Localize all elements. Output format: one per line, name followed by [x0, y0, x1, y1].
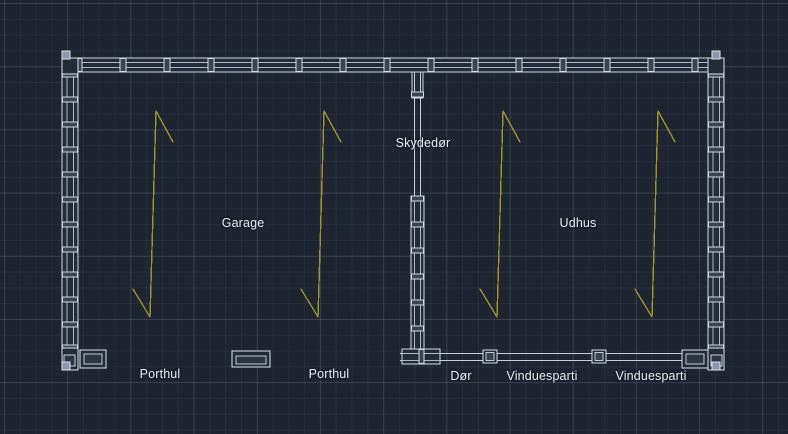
corner-blocks — [61, 57, 725, 371]
opening-label-vinduesparti-1: Vinduesparti — [506, 369, 578, 383]
door-swing-indicators — [132, 110, 676, 318]
wall-south-right — [400, 348, 712, 365]
opening-label-vinduesparti-2: Vinduesparti — [615, 369, 687, 383]
grip-sw[interactable] — [61, 361, 71, 371]
wall-partition-skydedoer — [410, 71, 425, 357]
grip-se[interactable] — [711, 361, 721, 371]
opening-label-skydedoer: Skydedør — [395, 136, 451, 150]
wall-north — [61, 57, 725, 73]
door-swing-3 — [479, 110, 521, 318]
opening-label-porthul-left: Porthul — [139, 367, 181, 381]
grip-ne[interactable] — [711, 50, 721, 60]
door-swing-1 — [132, 110, 174, 318]
door-swing-4 — [634, 110, 676, 318]
door-swing-2 — [300, 110, 342, 318]
grip-nw[interactable] — [61, 50, 71, 60]
opening-label-doer: Dør — [450, 369, 472, 383]
selection-grips[interactable] — [61, 50, 721, 371]
room-label-garage: Garage — [221, 216, 265, 230]
opening-label-porthul-right: Porthul — [308, 367, 350, 381]
wall-east — [707, 57, 725, 371]
room-label-udhus: Udhus — [559, 216, 597, 230]
wall-west — [61, 57, 79, 371]
detached-wall-piece[interactable] — [231, 350, 271, 368]
